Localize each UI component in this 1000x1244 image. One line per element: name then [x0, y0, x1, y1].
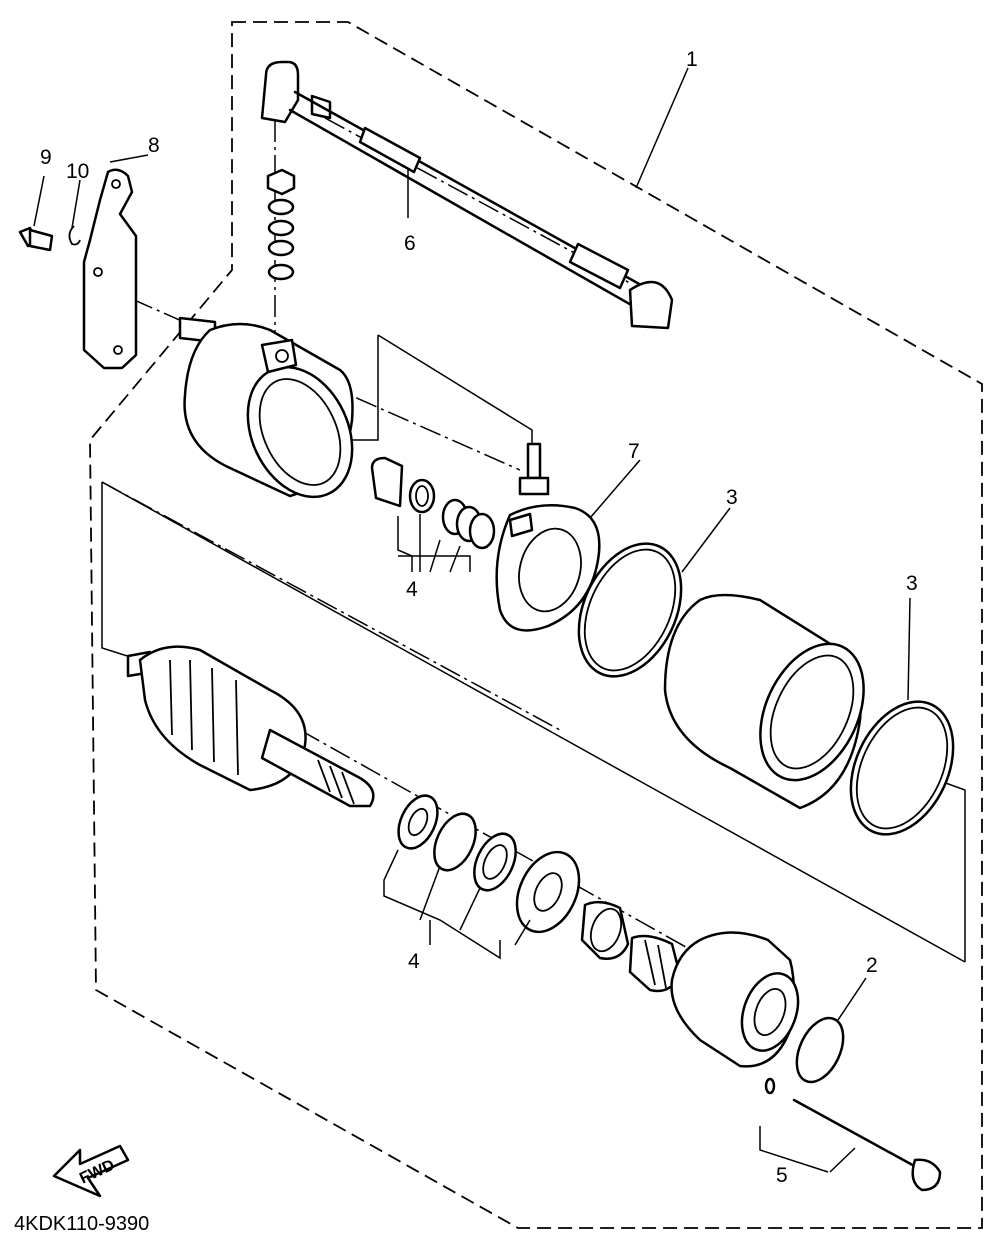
leader-1	[635, 67, 689, 189]
callout-9: 9	[40, 146, 52, 169]
brush-parts-top	[370, 456, 496, 573]
armature	[126, 645, 375, 808]
callout-1: 1	[686, 48, 698, 71]
callout-8: 8	[148, 134, 160, 157]
callout-labels: 1 2 3 3 4 4 5 6 7 8 9 10	[40, 48, 918, 1187]
callout-3b: 3	[906, 572, 918, 595]
callout-4a: 4	[406, 578, 418, 601]
starter-rear-cover	[670, 931, 800, 1068]
callout-3a: 3	[726, 486, 738, 509]
bracket-bolt	[18, 175, 54, 252]
starter-front-cover	[178, 316, 354, 499]
bearings	[580, 900, 682, 993]
fwd-arrow-icon: FWD	[52, 1144, 130, 1198]
terminal-nut-washers	[266, 168, 296, 281]
diagram-code: 4KDK110-9390	[14, 1213, 149, 1235]
callout-4b: 4	[408, 950, 420, 973]
callout-7: 7	[628, 440, 640, 463]
assembly-boundary	[89, 21, 983, 1229]
o-ring-2	[795, 977, 867, 1084]
starter-yoke	[663, 593, 865, 810]
callout-10: 10	[66, 160, 89, 183]
callout-2: 2	[866, 954, 878, 977]
shims-bottom	[383, 794, 581, 960]
mounting-bracket	[82, 154, 149, 370]
brush-plate	[495, 442, 641, 632]
through-bolts	[759, 1077, 942, 1192]
o-rings	[577, 507, 955, 836]
callout-6: 6	[404, 232, 416, 255]
starter-lead-cable	[260, 60, 674, 330]
bracket-washer	[68, 179, 81, 246]
callout-5: 5	[776, 1164, 788, 1187]
